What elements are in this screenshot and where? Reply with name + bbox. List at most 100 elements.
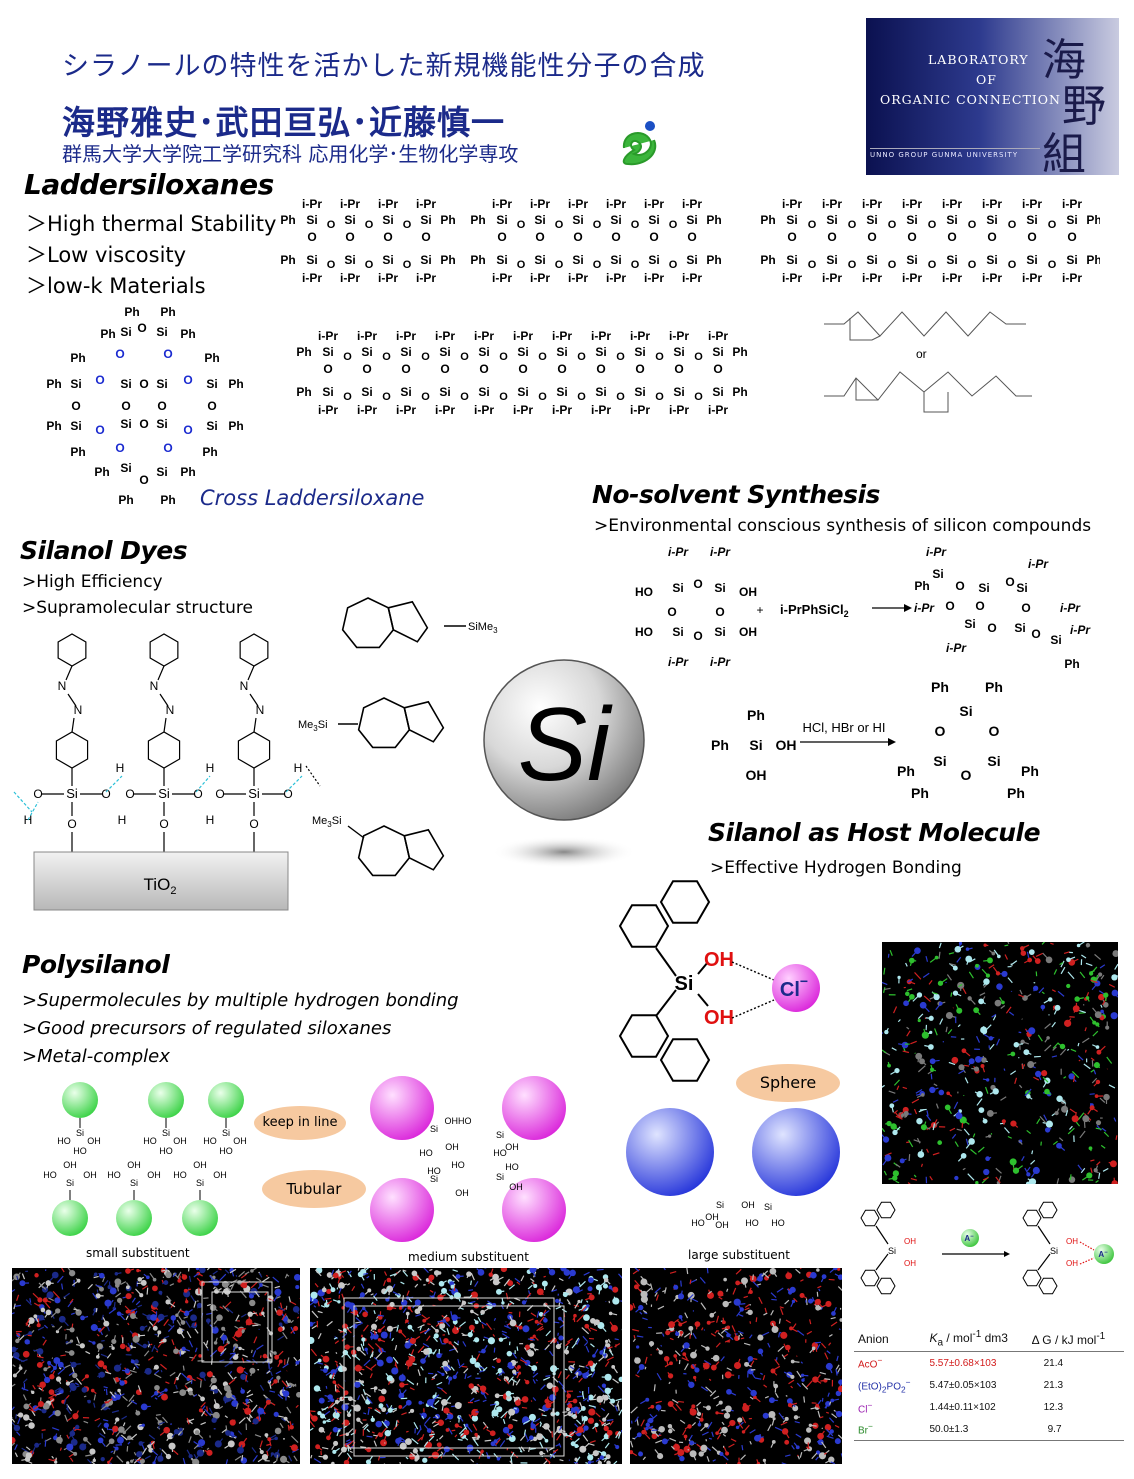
svg-text:N: N: [166, 703, 175, 717]
svg-text:Ph: Ph: [732, 385, 747, 399]
svg-text:O: O: [667, 605, 676, 619]
svg-text:O: O: [343, 351, 352, 363]
svg-text:Si: Si: [946, 213, 957, 227]
svg-text:i-Pr: i-Pr: [708, 329, 728, 343]
svg-text:Si: Si: [714, 581, 725, 595]
table-row: Cl− 1.44±0.11×102 12.3: [858, 1400, 1064, 1416]
svg-text:i-Pr: i-Pr: [357, 403, 377, 417]
svg-text:Ph: Ph: [228, 419, 243, 433]
svg-text:O: O: [137, 321, 146, 335]
svg-text:O: O: [577, 391, 586, 403]
svg-text:Ph: Ph: [180, 327, 195, 341]
svg-text:O: O: [382, 391, 391, 403]
svg-text:HO: HO: [43, 1170, 57, 1180]
svg-text:O: O: [403, 219, 412, 231]
svg-text:OH: OH: [705, 1212, 719, 1222]
svg-text:Ph: Ph: [1021, 763, 1039, 779]
svg-text:O: O: [157, 399, 166, 413]
svg-text:O: O: [635, 362, 644, 376]
si-sphere: Si: [483, 659, 645, 868]
poly-bullet-2: >Good precursors of regulated siloxanes: [22, 1018, 392, 1039]
svg-text:HO: HO: [691, 1218, 705, 1228]
svg-text:i-Pr: i-Pr: [710, 655, 731, 669]
svg-text:i-Pr: i-Pr: [568, 197, 588, 211]
svg-text:i-Pr: i-Pr: [474, 403, 494, 417]
svg-text:i-Pr: i-Pr: [552, 403, 572, 417]
svg-text:O: O: [611, 230, 620, 244]
svg-text:Si: Si: [964, 617, 975, 631]
svg-text:Si: Si: [866, 253, 877, 267]
tio2-label: TiO2: [144, 875, 177, 897]
university-logo-icon: [622, 121, 657, 166]
svg-text:O: O: [557, 362, 566, 376]
svg-text:i-Pr: i-Pr: [982, 271, 1002, 285]
svg-text:Si: Si: [906, 213, 917, 227]
svg-text:OH: OH: [87, 1136, 101, 1146]
svg-text:Si: Si: [344, 253, 355, 267]
svg-text:Si: Si: [496, 1130, 504, 1140]
svg-text:Si: Si: [196, 1178, 204, 1188]
svg-text:Ph: Ph: [118, 493, 133, 507]
svg-text:HO: HO: [173, 1170, 187, 1180]
poster-title: シラノールの特性を活かした新規機能性分子の合成: [62, 51, 706, 82]
bubble-tubular: Tubular: [262, 1170, 366, 1208]
svg-text:O: O: [928, 219, 937, 231]
svg-text:i-Pr: i-Pr: [822, 197, 842, 211]
svg-text:O: O: [1031, 627, 1040, 641]
svg-text:HO: HO: [419, 1148, 433, 1158]
svg-text:O: O: [115, 347, 124, 361]
svg-text:i-Pr: i-Pr: [708, 403, 728, 417]
svg-text:i-Pr: i-Pr: [318, 329, 338, 343]
svg-text:Si: Si: [306, 213, 317, 227]
svg-text:i-Pr: i-Pr: [644, 271, 664, 285]
svg-text:OH: OH: [83, 1170, 97, 1180]
svg-text:Si: Si: [306, 253, 317, 267]
svg-text:Si: Si: [1016, 581, 1027, 595]
poly-bullet-1: >Supermolecules by multiple hydrogen bon…: [22, 990, 459, 1011]
svg-text:Ph: Ph: [70, 351, 85, 365]
svg-text:O: O: [327, 219, 336, 231]
svg-text:O: O: [421, 391, 430, 403]
svg-text:i-Pr: i-Pr: [530, 271, 550, 285]
svg-text:Ph: Ph: [180, 465, 195, 479]
logo-line3: ORGANIC CONNECTION: [880, 92, 1061, 107]
svg-text:Si: Si: [120, 461, 131, 475]
svg-text:Si: Si: [430, 1124, 438, 1134]
svg-text:HO: HO: [143, 1136, 157, 1146]
svg-text:Si: Si: [610, 213, 621, 227]
svg-text:Si: Si: [672, 625, 683, 639]
svg-text:Si: Si: [70, 377, 81, 391]
svg-text:O: O: [616, 391, 625, 403]
si-label: Si: [518, 687, 613, 803]
svg-text:O: O: [401, 362, 410, 376]
crystal-packing-small: [8, 1263, 306, 1469]
svg-text:O: O: [159, 817, 168, 831]
svg-text:Ph: Ph: [711, 737, 729, 753]
svg-text:i-Pr: i-Pr: [606, 197, 626, 211]
no-solvent-bullet: >Environmental conscious synthesis of si…: [594, 516, 1092, 536]
svg-text:O: O: [139, 377, 148, 391]
svg-text:Si: Si: [534, 253, 545, 267]
svg-text:O: O: [968, 259, 977, 271]
svg-text:Si: Si: [478, 345, 489, 359]
svg-text:Ph: Ph: [296, 345, 311, 359]
svg-text:Ph: Ph: [204, 351, 219, 365]
logo-footer: UNNO GROUP GUNMA UNIVERSITY: [870, 148, 1040, 159]
svg-text:O: O: [935, 723, 946, 739]
svg-text:Ph: Ph: [94, 465, 109, 479]
svg-text:OH: OH: [704, 949, 734, 971]
crystal-packing-large: [625, 1262, 849, 1466]
silanol-dye-structure: NNSiOOONNSiOOONNSiOOOHHHHHHTiO2: [13, 633, 321, 911]
svg-text:Ph: Ph: [747, 707, 765, 723]
svg-text:i-Pr: i-Pr: [1022, 271, 1042, 285]
svg-text:OH: OH: [233, 1136, 247, 1146]
svg-text:O: O: [421, 351, 430, 363]
svg-text:O: O: [694, 391, 703, 403]
svg-text:Ph: Ph: [296, 385, 311, 399]
svg-text:i-Pr: i-Pr: [435, 329, 455, 343]
svg-text:Ph: Ph: [897, 763, 915, 779]
svg-text:HO: HO: [427, 1166, 441, 1176]
svg-text:Si: Si: [675, 973, 694, 995]
svg-text:O: O: [95, 423, 104, 437]
